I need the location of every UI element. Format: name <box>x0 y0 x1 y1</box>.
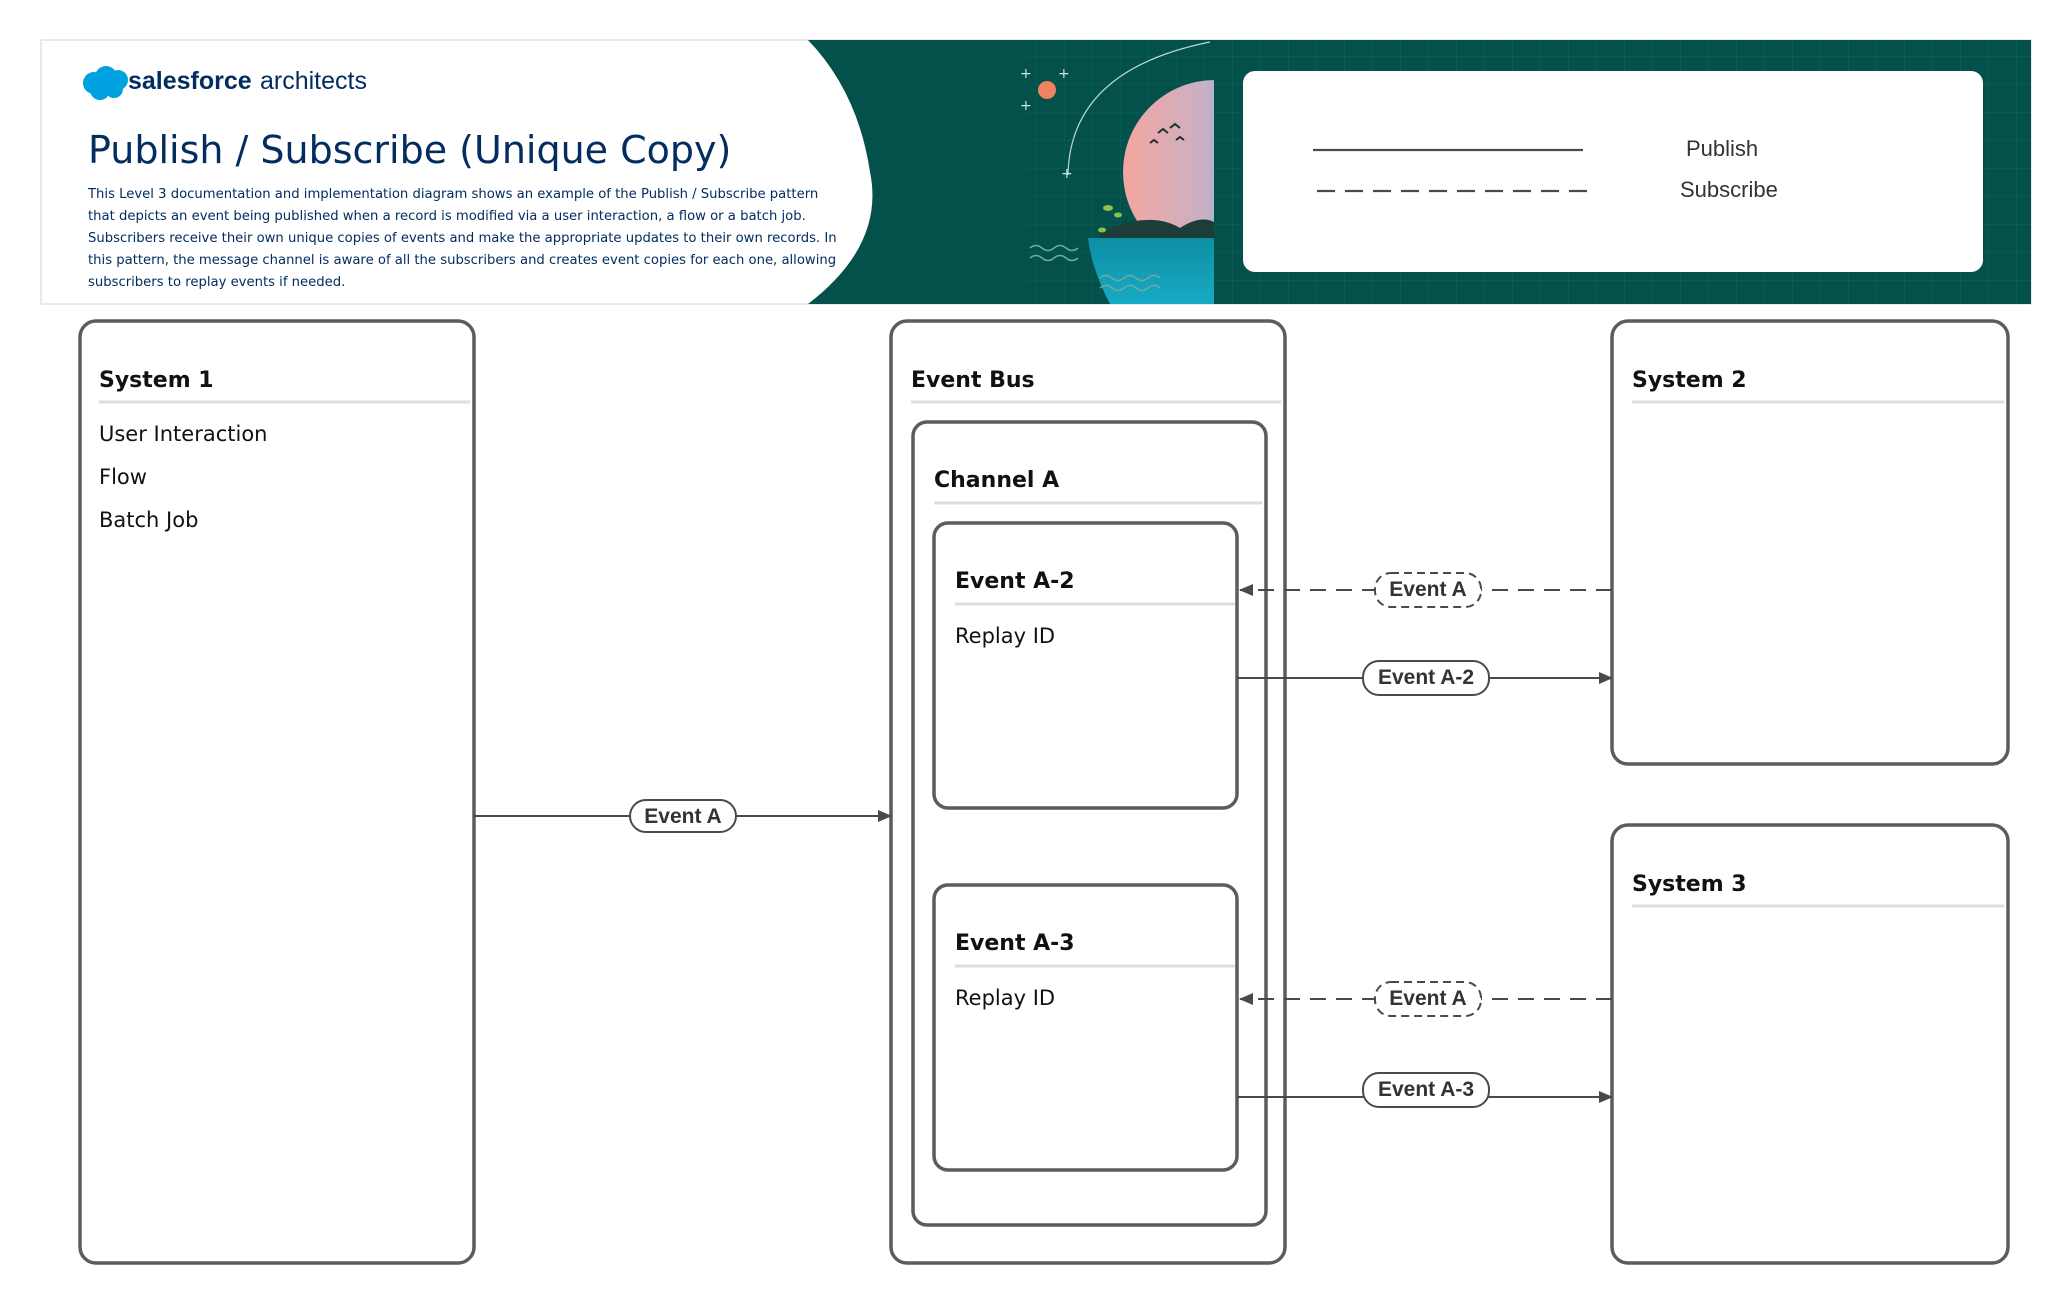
orbit-arc <box>1067 41 1211 176</box>
connector-label-pill <box>1374 981 1482 1017</box>
sun-icon <box>1038 81 1056 99</box>
svg-text:+: + <box>1061 166 1073 182</box>
system3-frame <box>1610 823 2010 1265</box>
connector-label: Event A <box>644 805 721 828</box>
legend-publish-label: Publish <box>1686 136 1758 161</box>
svg-text:+: + <box>1058 66 1070 82</box>
connector-label-pill <box>1362 1072 1490 1108</box>
legend-card <box>1243 71 1983 272</box>
leaves-icon <box>1098 205 1122 233</box>
sea-shape <box>1088 238 1214 304</box>
channel-a-title: Channel A <box>934 468 1059 493</box>
connector-deliver-event-a2: Event A-2 <box>1237 660 1613 696</box>
planet-icon <box>1123 80 1214 264</box>
svg-text:+: + <box>1020 98 1032 114</box>
connector-label-pill <box>1362 660 1490 696</box>
event-a2-frame <box>932 521 1239 810</box>
event-a3-box: Event A-3 Replay ID <box>932 883 1239 1172</box>
brand-light: architects <box>260 67 367 95</box>
connector-label-pill <box>1374 572 1482 608</box>
event-a3-title: Event A-3 <box>955 931 1075 956</box>
connector-subscribe-system2: Event A <box>1239 572 1612 608</box>
system3-title: System 3 <box>1632 872 1747 897</box>
connector-label: Event A <box>1389 987 1466 1010</box>
system3-box: System 3 <box>1610 823 2010 1265</box>
connector-label: Event A-3 <box>1378 1078 1474 1101</box>
legend: Publish Subscribe <box>1243 71 1983 272</box>
description-line: Subscribers receive their own unique cop… <box>88 231 837 246</box>
connector-deliver-event-a3: Event A-3 <box>1237 1072 1613 1108</box>
channel-a-box: Channel A Event A-2 Replay ID Event A-3 … <box>911 420 1268 1227</box>
system1-frame <box>78 319 476 1265</box>
star-icon: + + + + <box>1020 66 1073 182</box>
connector-label-pill <box>629 799 737 833</box>
event-bus-box: Event Bus Channel A Event A-2 Replay ID … <box>889 319 1287 1265</box>
system2-box: System 2 <box>1610 319 2010 766</box>
connector-subscribe-system3: Event A <box>1239 981 1612 1017</box>
birds-icon <box>1149 122 1185 144</box>
salesforce-logo: salesforce architects <box>83 66 367 100</box>
event-a2-title: Event A-2 <box>955 569 1075 594</box>
event-bus-title: Event Bus <box>911 368 1035 393</box>
waves-icon <box>1029 244 1161 292</box>
event-a3-replay-id: Replay ID <box>955 986 1055 1010</box>
event-a2-replay-id: Replay ID <box>955 624 1055 648</box>
system2-frame <box>1610 319 2010 766</box>
system1-item: Flow <box>99 465 147 489</box>
header: salesforce architects Publish / Subscrib… <box>40 39 2032 305</box>
event-a3-frame <box>932 883 1239 1172</box>
system1-box: System 1 User Interaction Flow Batch Job <box>78 319 476 1265</box>
description-line: This Level 3 documentation and implement… <box>87 187 818 202</box>
description-line: subscribers to replay events if needed. <box>88 275 345 290</box>
description: This Level 3 documentation and implement… <box>87 187 837 290</box>
brand-bold: salesforce <box>128 67 252 95</box>
description-line: that depicts an event being published wh… <box>88 209 806 224</box>
legend-subscribe-label: Subscribe <box>1680 177 1778 202</box>
connector-label: Event A <box>1389 578 1466 601</box>
event-a2-box: Event A-2 Replay ID <box>932 521 1239 810</box>
cloud-icon <box>83 66 128 100</box>
page-title: Publish / Subscribe (Unique Copy) <box>88 128 731 172</box>
system1-title: System 1 <box>99 368 214 393</box>
header-illustration: + + + + <box>1020 40 1214 304</box>
connector-label: Event A-2 <box>1378 666 1474 689</box>
svg-text:+: + <box>1020 66 1032 82</box>
description-line: this pattern, the message channel is awa… <box>88 253 836 268</box>
system1-item: User Interaction <box>99 422 267 446</box>
system2-title: System 2 <box>1632 368 1747 393</box>
hills-shape <box>1100 219 1214 240</box>
connector-publish-event-a: Event A <box>474 799 892 833</box>
system1-item: Batch Job <box>99 508 198 532</box>
